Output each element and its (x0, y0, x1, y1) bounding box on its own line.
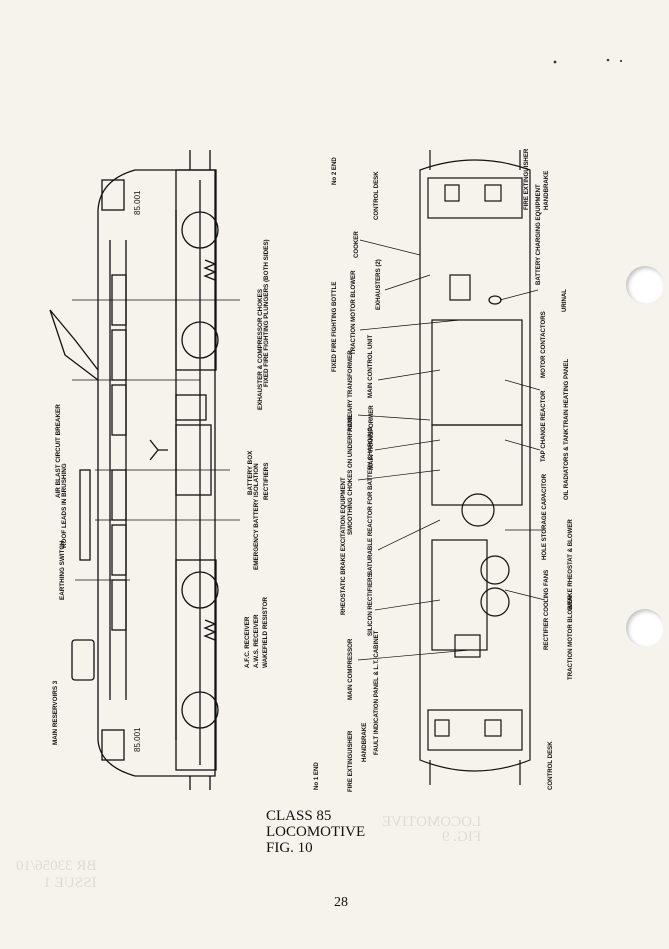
label-battery-charging: BATTERY CHARGING EQUIPMENT (535, 184, 542, 285)
label-hole-storage: HOLE STORAGE CAPACITOR (541, 473, 548, 560)
label-aws-receiver: A.W.S. RECEIVER (253, 614, 260, 668)
pantograph (49, 309, 99, 381)
label-auxiliary-transformer: AUXILIARY TRANSFORMER (347, 350, 354, 432)
label-handbrake-top: HANDBRAKE (543, 171, 550, 210)
page-number: 28 (334, 895, 348, 910)
label-smoothing-chokes: SMOOTHING CHOKES ON UNDERFRAME (347, 414, 354, 535)
figure-caption: CLASS 85 LOCOMOTIVE FIG. 10 (266, 808, 365, 856)
label-fixed-fire-bottle: FIXED FIRE FIGHTING BOTTLE (331, 282, 338, 372)
label-motor-contactors: MOTOR CONTACTORS (540, 311, 547, 378)
label-rheostatic: RHEOSTATIC BRAKE EXCITATION EQUIPMENT (340, 477, 347, 615)
rectifier-block (431, 539, 488, 651)
label-oil-radiators: OIL RADIATORS & TANK (563, 428, 570, 500)
cooling-fan-2 (480, 587, 510, 617)
label-earthing-switch: EARTHING SWITCH (59, 540, 66, 600)
label-fire-ext-top: FIRE EXTINGUISHER (523, 148, 530, 210)
caption-class: CLASS 85 (266, 808, 332, 824)
label-saturable-reactor: SATURABLE REACTOR FOR BATTERY CHARGING (367, 427, 374, 575)
caption-locomotive: LOCOMOTIVE (266, 824, 366, 840)
transformer-block (431, 424, 523, 506)
label-no2-end: No 2 END (331, 157, 338, 185)
cooling-fan-1 (480, 555, 510, 585)
label-roof-leads: ROOF LEADS IN BRUSHING (61, 463, 68, 548)
label-cooker: COOKER (353, 231, 360, 258)
label-no1-end: No 1 END (313, 762, 320, 790)
label-handbrake-bottom: HANDBRAKE (361, 723, 368, 762)
label-air-blast: AIR BLAST CIRCUIT BREAKER (55, 404, 62, 498)
label-fire-ext-bottom: FIRE EXTINGUISHER (347, 730, 354, 792)
label-emergency-battery: EMERGENCY BATTERY ISOLATION (253, 463, 260, 570)
label-exhausters: EXHAUSTERS (2) (375, 259, 382, 310)
label-control-desk-top: CONTROL DESK (373, 171, 380, 220)
plan-view-drawing (419, 150, 531, 785)
binder-hole-bottom (626, 609, 664, 647)
cab-no2 (427, 177, 523, 219)
label-tap-change-reactor: TAP CHANGE REACTOR (540, 390, 547, 462)
label-traction-motor-blower-bottom: TRACTION MOTOR BLOWER (567, 595, 574, 680)
label-main-transformer: MAIN TRANSFORMER (368, 405, 375, 470)
label-fixed-fire-plungers: FIXED FIRE FIGHTING PLUNGERS (BOTH SIDES… (263, 239, 270, 387)
bogie-bottom (175, 559, 219, 771)
label-exhauster-chokes: EXHAUSTER & COMPRESSOR CHOKES (257, 289, 264, 410)
label-rectifiers: RECTIFIERS (263, 463, 270, 500)
label-rectifier-cooling: RECTIFIER COOLING FANS (543, 570, 550, 650)
smudge-marks (553, 58, 623, 64)
show-through-ref: BR 33056/10 ISSUE 1 (16, 858, 97, 891)
loco-number-bottom: 85.001 (133, 727, 142, 752)
label-train-heating: TRAIN HEATING PANEL (563, 359, 570, 428)
label-traction-motor-blower-top: TRACTION MOTOR BLOWER (350, 270, 357, 355)
plan-body-outline (419, 159, 531, 772)
loco-number-top: 85.001 (133, 190, 142, 215)
bogie-top (175, 169, 219, 371)
label-silicon-rectifiers: SILICON RECTIFIERS (367, 573, 374, 636)
label-wakefield-resistor: WAKEFIELD RESISTOR (262, 597, 269, 668)
label-brake-rheostat: BRAKE RHEOSTAT & BLOWER (567, 519, 574, 610)
label-fault-indication: FAULT INDICATION PANEL & L.T. CABINET (373, 630, 380, 755)
label-main-compressor: MAIN COMPRESSOR (347, 638, 354, 700)
label-urinal: URINAL (561, 289, 568, 312)
label-main-reservoirs: MAIN RESERVOIRS 3 (52, 680, 59, 745)
binder-hole-top (626, 266, 664, 304)
show-through-caption: LOCOMOTIVE FIG. 9 (382, 814, 482, 845)
label-control-desk-bottom: CONTROL DESK (547, 741, 554, 790)
plan-view-labels: No 2 END No 1 END CONTROL DESK FIRE EXTI… (313, 148, 574, 792)
side-view-labels: MAIN RESERVOIRS 3 EARTHING SWITCH ROOF L… (52, 239, 270, 745)
label-main-control-unit: MAIN CONTROL UNIT (367, 335, 374, 398)
cab-no1 (427, 709, 523, 751)
label-battery-box: BATTERY BOX (247, 450, 254, 495)
caption-fig: FIG. 10 (266, 840, 313, 856)
label-afc-receiver: A.F.C. RECEIVER (244, 616, 251, 668)
